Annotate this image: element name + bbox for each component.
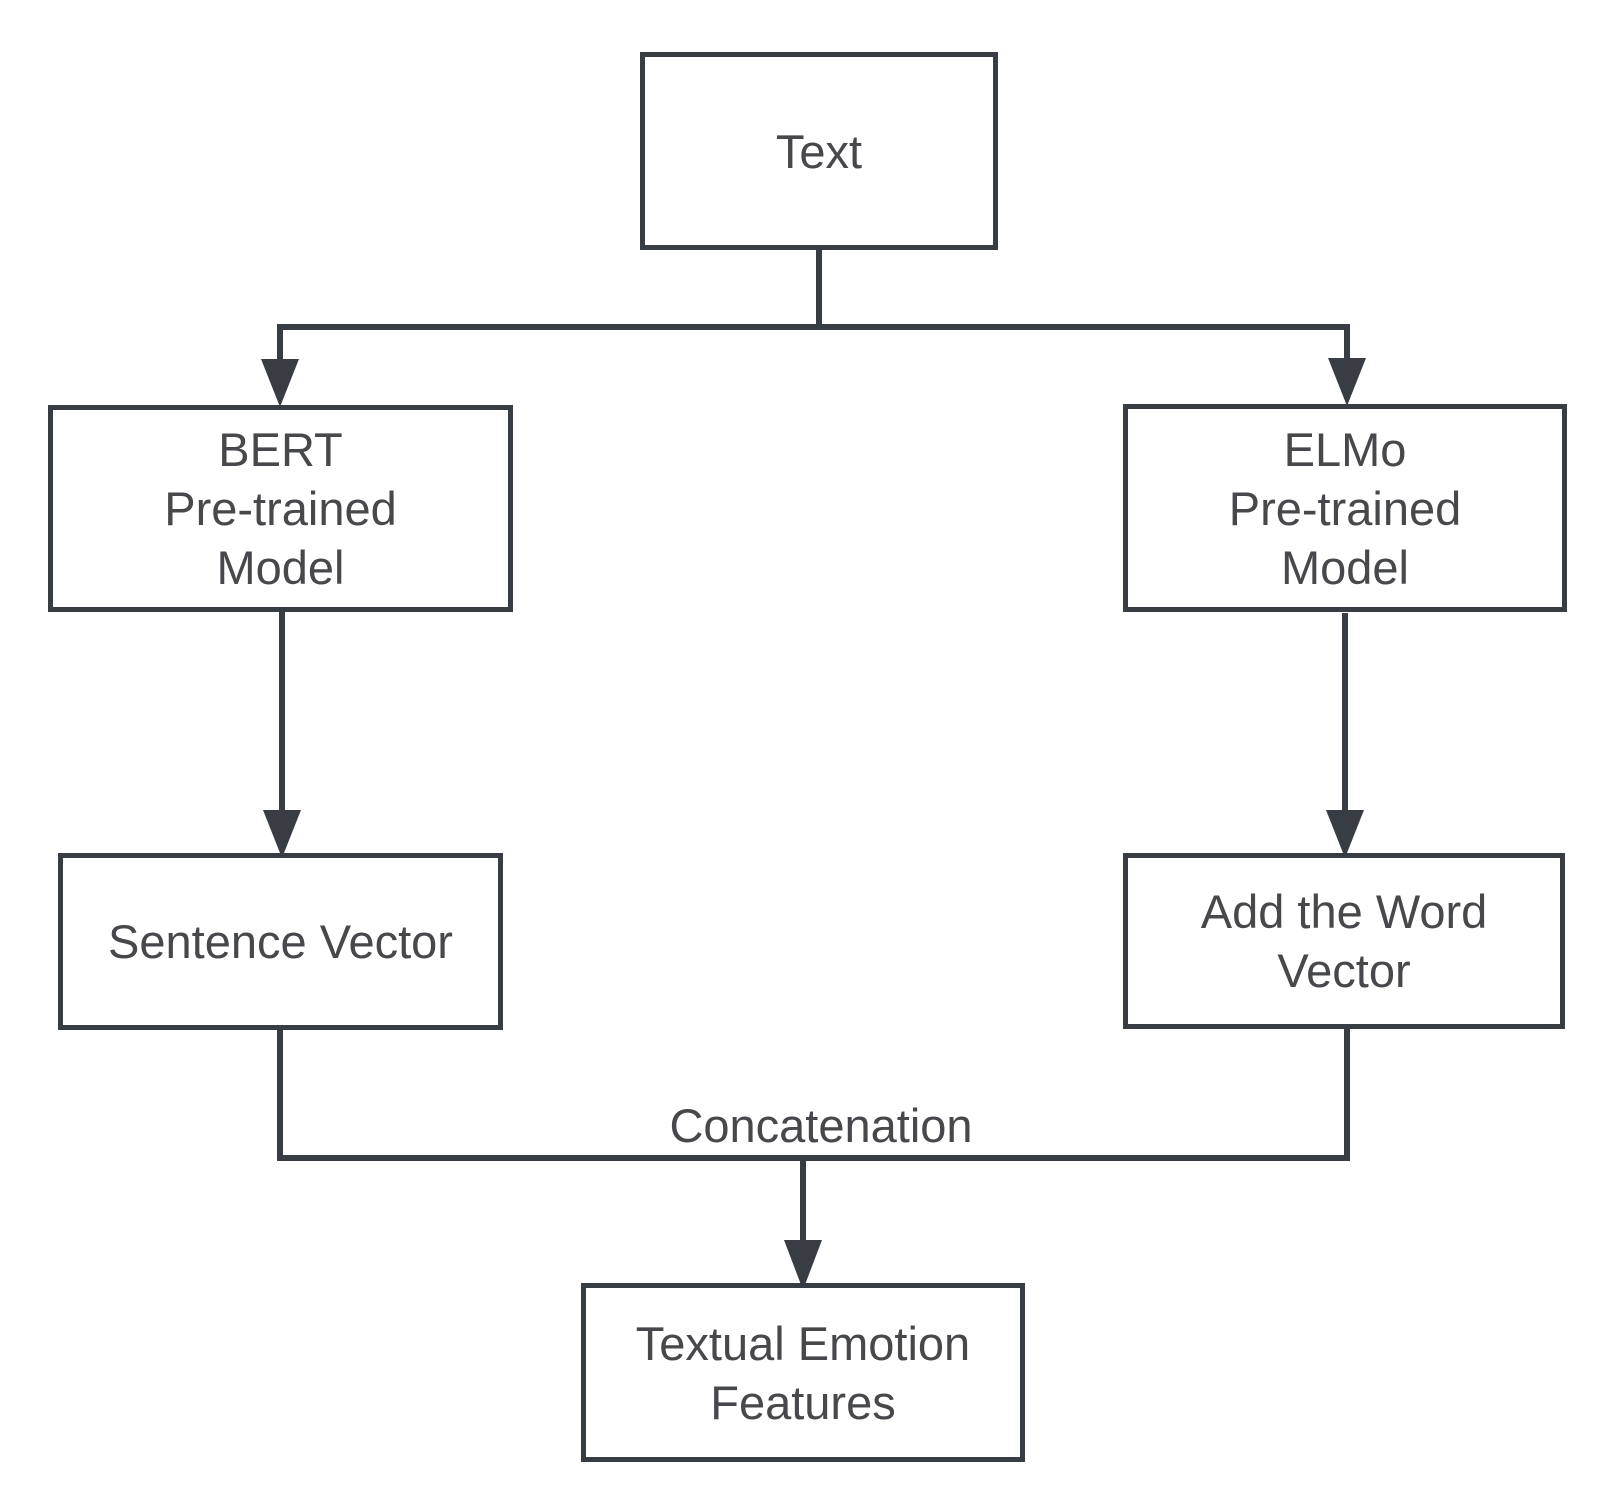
- node-add-word-vector-label: Add the Word Vector: [1200, 885, 1488, 997]
- concatenation-label: Concatenation: [669, 1099, 973, 1152]
- arrowhead-into-add-word-vector: [1326, 810, 1364, 858]
- node-bert-pretrained-model: BERT Pre-trained Model: [48, 405, 513, 612]
- arrowhead-into-sentence-vector: [263, 810, 301, 858]
- node-sentence-vector-label: Sentence Vector: [108, 915, 453, 968]
- edge-concatenation-merge: [277, 1029, 1350, 1161]
- arrowhead-into-features: [784, 1240, 822, 1290]
- node-elmo-label: ELMo Pre-trained Model: [1228, 422, 1462, 594]
- node-bert-label: BERT Pre-trained Model: [164, 423, 397, 594]
- node-textual-emotion-features: Textual Emotion Features: [581, 1283, 1025, 1462]
- arrowhead-into-elmo: [1328, 358, 1366, 406]
- edge-branch: [277, 324, 1350, 362]
- node-elmo-pretrained-model: ELMo Pre-trained Model: [1123, 404, 1567, 612]
- node-textual-emotion-features-label: Textual Emotion Features: [635, 1316, 971, 1429]
- node-text-label: Text: [775, 124, 863, 178]
- node-sentence-vector: Sentence Vector: [58, 853, 503, 1030]
- arrowhead-into-bert: [261, 359, 299, 407]
- node-add-word-vector: Add the Word Vector: [1123, 853, 1565, 1029]
- node-text: Text: [640, 52, 998, 250]
